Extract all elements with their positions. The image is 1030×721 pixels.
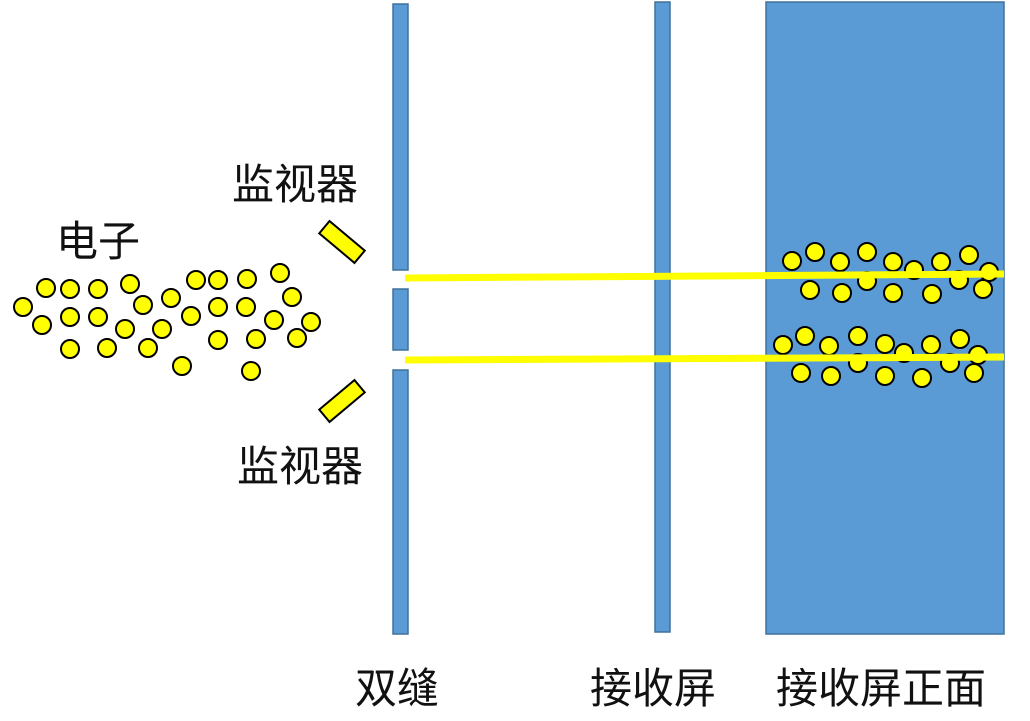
- hit-dot: [857, 242, 877, 262]
- electron-dot: [236, 297, 256, 317]
- hit-dot: [821, 366, 841, 386]
- electron-dot: [152, 319, 172, 339]
- electron-dot: [172, 356, 192, 376]
- slit-barrier-middle: [392, 288, 409, 351]
- electron-dot: [138, 338, 158, 358]
- electrons-label: 电子: [56, 217, 141, 266]
- electron-dot: [60, 279, 80, 299]
- hit-dot: [800, 280, 820, 300]
- electron-dot: [208, 297, 228, 317]
- electron-dot: [264, 310, 284, 330]
- slit-barrier-bottom: [392, 369, 409, 635]
- hit-dot: [950, 329, 970, 349]
- electron-cloud: [13, 263, 321, 381]
- electron-dot: [32, 315, 52, 335]
- electron-dot: [237, 269, 257, 289]
- hit-dot: [848, 326, 868, 346]
- hit-dot: [912, 368, 932, 388]
- hit-dot: [931, 252, 951, 272]
- electron-dot: [246, 329, 266, 349]
- electron-dot: [270, 263, 290, 283]
- hit-dot: [805, 242, 825, 262]
- hit-dot: [830, 252, 850, 272]
- receiving-screen: [654, 1, 671, 633]
- electron-dot: [287, 328, 307, 348]
- hit-dot: [964, 363, 984, 383]
- hit-dot: [959, 245, 979, 265]
- hit-dot: [875, 366, 895, 386]
- monitor-top-label: 监视器: [232, 160, 359, 209]
- electron-dot: [282, 287, 302, 307]
- hit-dot: [819, 336, 839, 356]
- electron-dot: [133, 295, 153, 315]
- electron-dot: [88, 279, 108, 299]
- monitor-bottom-device: [317, 378, 367, 424]
- receiving-screen-front: [765, 1, 1005, 635]
- electron-dot: [115, 319, 135, 339]
- hit-dot: [782, 251, 802, 271]
- hit-dot: [795, 326, 815, 346]
- beam-lower: [404, 353, 1005, 364]
- electron-dot: [60, 307, 80, 327]
- electron-dot: [181, 306, 201, 326]
- screen-front-label: 接收屏正面: [776, 664, 987, 713]
- hit-dot: [832, 283, 852, 303]
- hit-dot: [773, 335, 793, 355]
- electron-dot: [13, 297, 33, 317]
- beam-upper: [404, 270, 1005, 282]
- double-slit-label: 双缝: [355, 664, 440, 713]
- electron-dot: [208, 330, 228, 350]
- hit-dot: [791, 363, 811, 383]
- electron-dot: [186, 270, 206, 290]
- electron-dot: [241, 361, 261, 381]
- monitor-bottom-label: 监视器: [237, 442, 364, 491]
- hit-dot: [921, 335, 941, 355]
- hit-dot: [922, 284, 942, 304]
- hit-dot: [875, 334, 895, 354]
- electron-dot: [97, 338, 117, 358]
- electron-dot: [161, 288, 181, 308]
- electron-dot: [36, 278, 56, 298]
- electron-dot: [208, 270, 228, 290]
- electron-dot: [120, 274, 140, 294]
- hit-dot: [973, 279, 993, 299]
- electron-dot: [60, 339, 80, 359]
- screen-hit-pattern: [773, 242, 999, 388]
- slit-barrier-top: [392, 3, 409, 271]
- hit-dot: [883, 252, 903, 272]
- hit-dot: [883, 283, 903, 303]
- monitor-top-device: [317, 219, 367, 265]
- electron-dot: [88, 307, 108, 327]
- screen-label: 接收屏: [590, 664, 717, 713]
- electron-dot: [301, 312, 321, 332]
